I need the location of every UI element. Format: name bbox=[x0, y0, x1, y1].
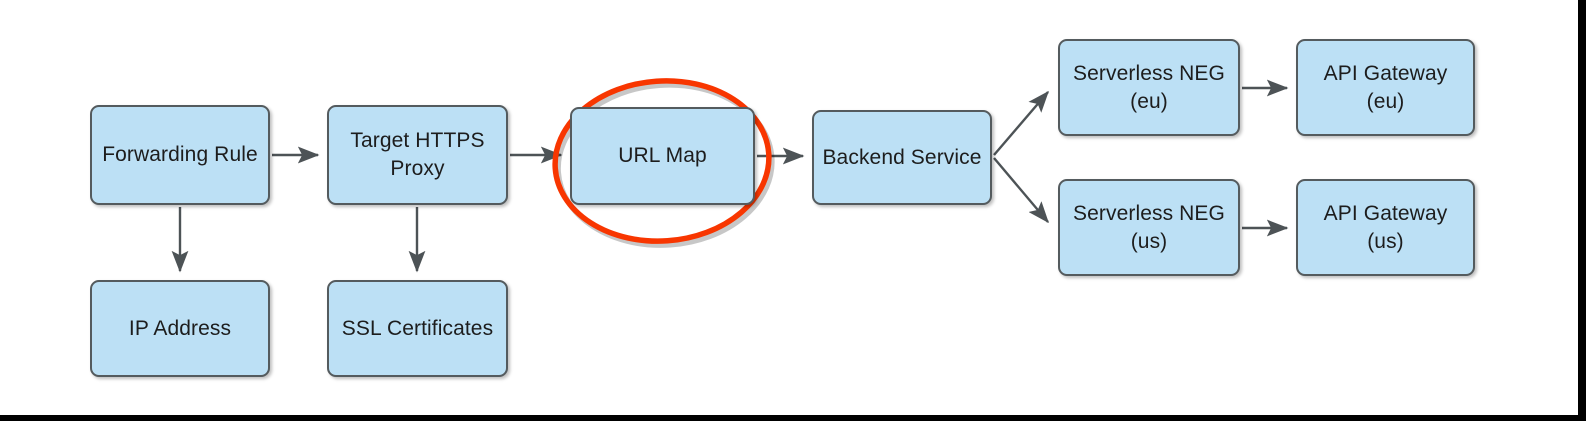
connector-backend-service-to-serverless-neg-us bbox=[993, 157, 1049, 224]
node-ip-address[interactable]: IP Address bbox=[90, 280, 270, 377]
node-target-https-proxy[interactable]: Target HTTPS Proxy bbox=[327, 105, 508, 205]
window-right-border bbox=[1578, 0, 1586, 421]
connector-backend-service-to-serverless-neg-eu bbox=[993, 90, 1049, 156]
node-backend-service[interactable]: Backend Service bbox=[812, 110, 992, 205]
node-api-gateway-us[interactable]: API Gateway (us) bbox=[1296, 179, 1475, 276]
node-url-map[interactable]: URL Map bbox=[570, 107, 755, 205]
node-ssl-certificates[interactable]: SSL Certificates bbox=[327, 280, 508, 377]
node-serverless-neg-us[interactable]: Serverless NEG (us) bbox=[1058, 179, 1240, 276]
node-serverless-neg-eu[interactable]: Serverless NEG (eu) bbox=[1058, 39, 1240, 136]
node-api-gateway-eu[interactable]: API Gateway (eu) bbox=[1296, 39, 1475, 136]
node-forwarding-rule[interactable]: Forwarding Rule bbox=[90, 105, 270, 205]
window-bottom-border bbox=[0, 415, 1586, 421]
